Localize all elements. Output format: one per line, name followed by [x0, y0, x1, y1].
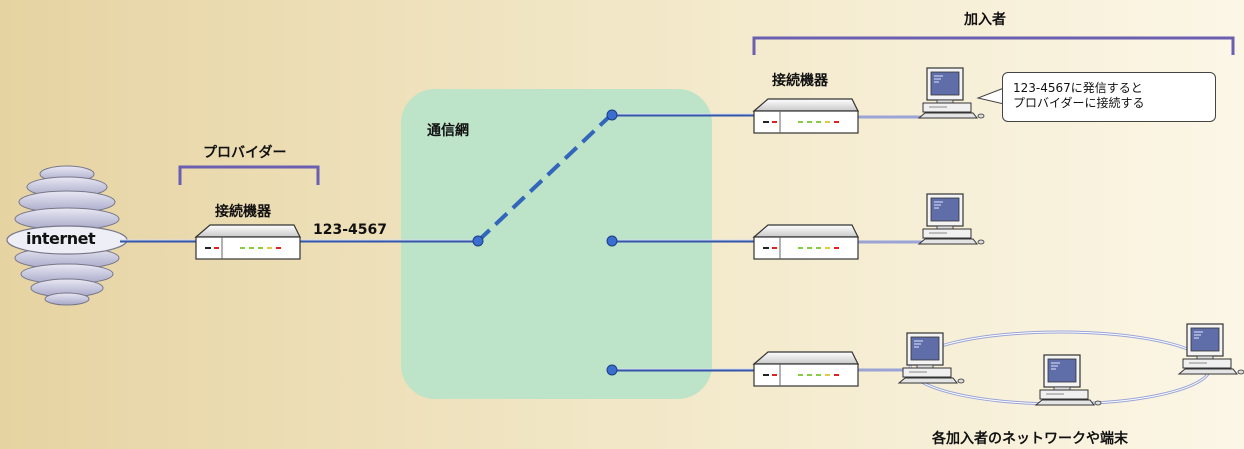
- pc-lan-3-icon: [1178, 323, 1244, 375]
- subscriber-modem-2-icon: [753, 224, 859, 260]
- subscriber-title: 加入者: [964, 12, 1006, 28]
- phone-number-label: 123-4567: [313, 222, 387, 238]
- switch-connection: [476, 114, 612, 243]
- provider-bracket: [178, 165, 320, 185]
- subscriber-modem-3-icon: [753, 351, 859, 387]
- internet-label: internet: [26, 229, 96, 248]
- provider-device-label: 接続機器: [215, 204, 271, 220]
- callout-bubble: 123-4567に発信すると プロバイダーに接続する: [1002, 72, 1216, 122]
- pc-lan-2-icon: [1035, 354, 1102, 406]
- subscriber-bracket: [752, 36, 1235, 55]
- pc-2-icon: [918, 193, 985, 245]
- pc-1-icon: [918, 67, 985, 119]
- provider-modem-icon: [195, 224, 301, 260]
- pc-lan-1-icon: [898, 332, 965, 384]
- network-area: [401, 89, 712, 399]
- footer-label: 各加入者のネットワークや端末: [932, 431, 1128, 447]
- network-label: 通信網: [427, 123, 469, 139]
- subscriber-device-label: 接続機器: [772, 73, 828, 89]
- subscriber-modem-1-icon: [753, 98, 859, 134]
- callout-line-2: プロバイダーに接続する: [1013, 96, 1145, 110]
- provider-title: プロバイダー: [203, 145, 287, 161]
- callout-line-1: 123-4567に発信すると: [1013, 81, 1143, 95]
- internet-cloud-icon: [6, 165, 128, 306]
